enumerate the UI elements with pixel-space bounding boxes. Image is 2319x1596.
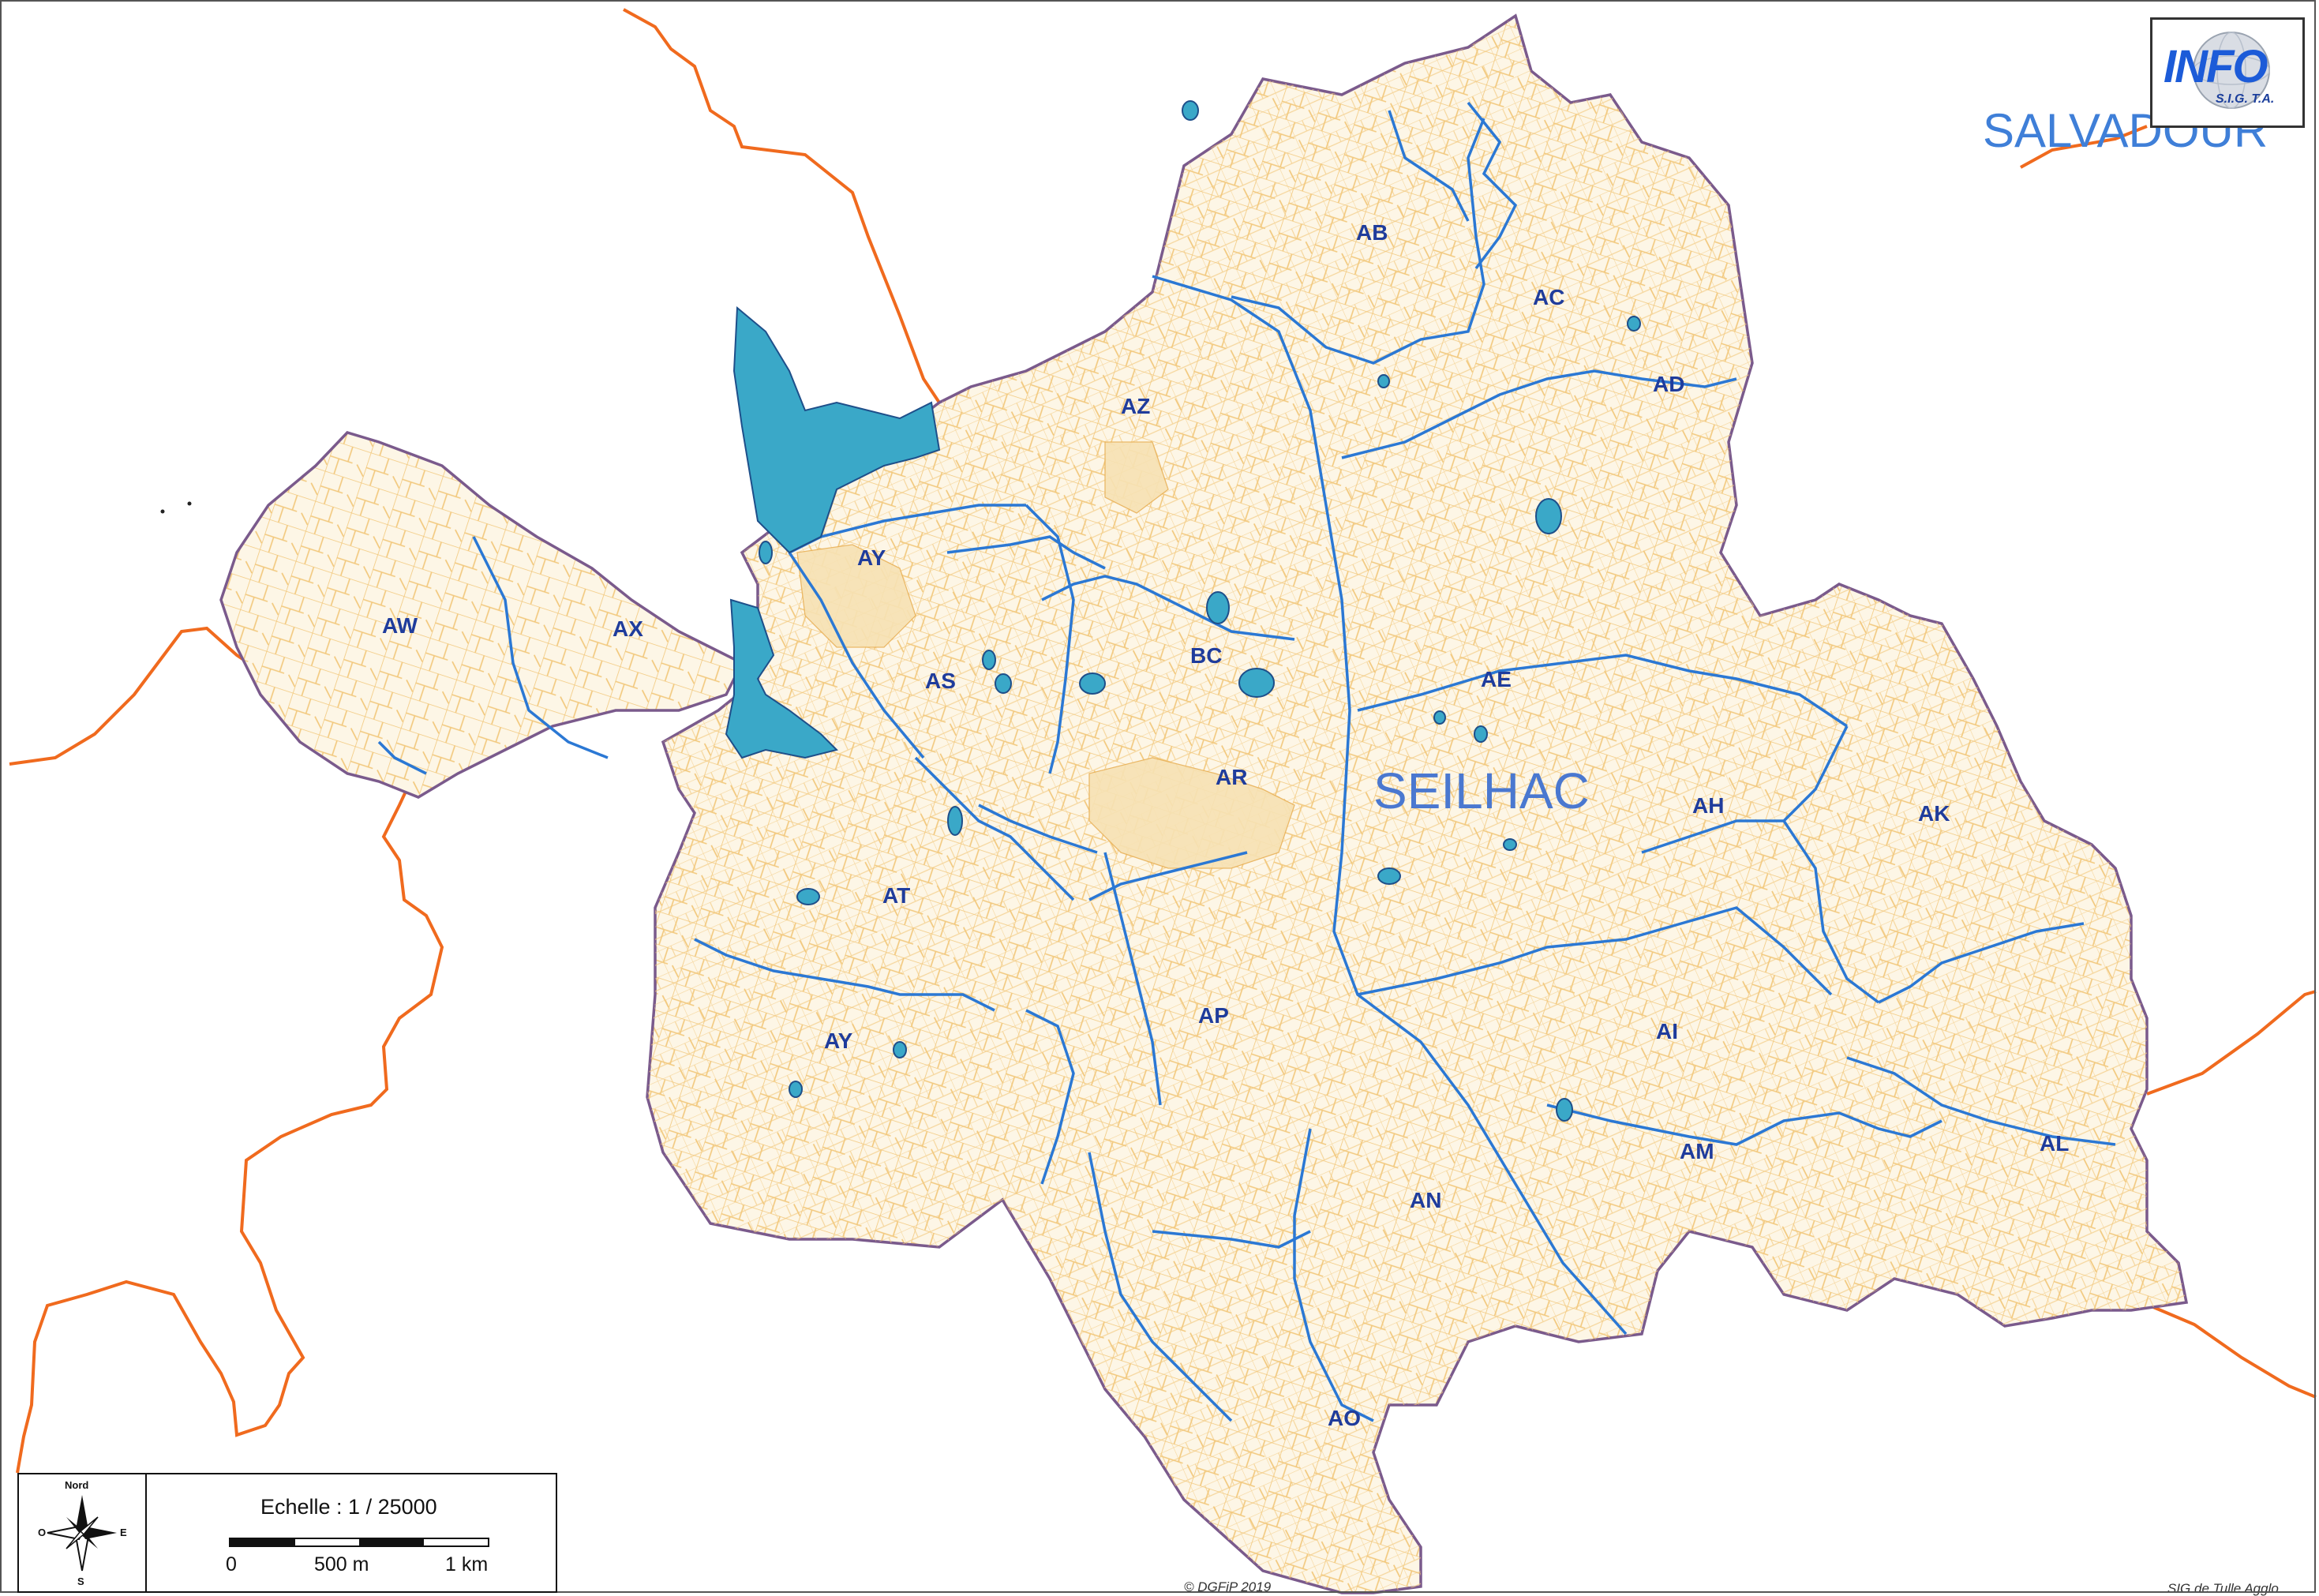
section-label: AZ <box>1121 394 1150 418</box>
pond <box>796 888 820 905</box>
pond <box>1238 668 1275 698</box>
pond <box>1535 498 1562 534</box>
section-label: AE <box>1481 667 1512 691</box>
pond <box>1503 838 1517 851</box>
section-label: AK <box>1918 801 1950 826</box>
section-label: AY <box>857 545 886 570</box>
section-label: AO <box>1328 1406 1361 1430</box>
pond <box>1377 374 1390 388</box>
section-label: AB <box>1356 220 1388 245</box>
section-label: AY <box>824 1028 853 1053</box>
section-label: AC <box>1533 285 1564 309</box>
east-label: E <box>120 1527 127 1538</box>
section-label: AT <box>882 883 910 908</box>
pond <box>1474 725 1488 743</box>
pond <box>982 650 996 670</box>
section-label: AX <box>613 616 643 641</box>
section-label: AR <box>1216 765 1247 789</box>
north-label: Nord <box>65 1479 89 1491</box>
pond <box>1079 672 1106 695</box>
pond <box>789 1081 803 1098</box>
reservoir-west <box>725 598 838 759</box>
commune-name: SEILHAC <box>1373 762 1590 819</box>
pond <box>1433 710 1446 725</box>
section-label: BC <box>1190 643 1222 668</box>
scale-tick-0: 0 <box>226 1553 237 1575</box>
pond <box>947 806 963 836</box>
pond <box>1182 100 1199 121</box>
south-label: S <box>77 1575 84 1587</box>
section-label: AM <box>1680 1139 1714 1163</box>
north-arrow: Nord O E S <box>19 1474 147 1591</box>
section-label: AD <box>1653 372 1684 396</box>
west-label: O <box>38 1527 47 1538</box>
pond <box>1377 867 1401 885</box>
logo-subtext: S.I.G. T.A. <box>2216 92 2275 106</box>
source-credit: SIG de Tulle Agglo <box>2167 1581 2279 1596</box>
map-dot <box>160 509 165 514</box>
section-label: AL <box>2040 1131 2069 1156</box>
commune-territory <box>219 13 2189 1594</box>
globe-icon <box>2193 32 2270 109</box>
info-sig-logo: INFO S.I.G. T.A. <box>2150 17 2305 128</box>
section-label: AI <box>1656 1019 1678 1043</box>
reservoir-north <box>732 305 941 554</box>
pond <box>759 541 773 564</box>
logo-text: INFO <box>2164 41 2268 92</box>
copyright-credit: © DGFiP 2019 <box>1184 1579 1272 1594</box>
scale-title: Echelle : 1 / 25000 <box>260 1495 437 1519</box>
compass-rose-icon <box>47 1495 117 1572</box>
pond <box>893 1041 907 1058</box>
scale-tick-1km: 1 km <box>445 1553 489 1575</box>
section-boundaries <box>377 101 2116 1422</box>
section-labels: AB AC AD AZ AY AW AX AS BC AE AR AH AK A… <box>382 220 2069 1430</box>
pond <box>995 673 1012 694</box>
scale-tick-500: 500 m <box>314 1553 369 1575</box>
scale-bar <box>229 1538 489 1547</box>
section-label: AW <box>382 613 418 638</box>
water-bodies <box>725 100 1641 1122</box>
section-label: AS <box>925 669 956 693</box>
neighbor-boundaries <box>9 8 2317 1474</box>
pond <box>1627 316 1641 332</box>
map-dot <box>187 501 192 506</box>
section-label: AH <box>1692 793 1724 818</box>
section-label: AN <box>1410 1188 1441 1212</box>
scale-legend: Nord O E S Echelle : 1 / 25000 0 500 m 1… <box>17 1473 557 1593</box>
urban-core <box>796 441 1295 869</box>
pond <box>1556 1098 1573 1122</box>
pond <box>1206 591 1230 624</box>
section-label: AP <box>1198 1003 1229 1028</box>
